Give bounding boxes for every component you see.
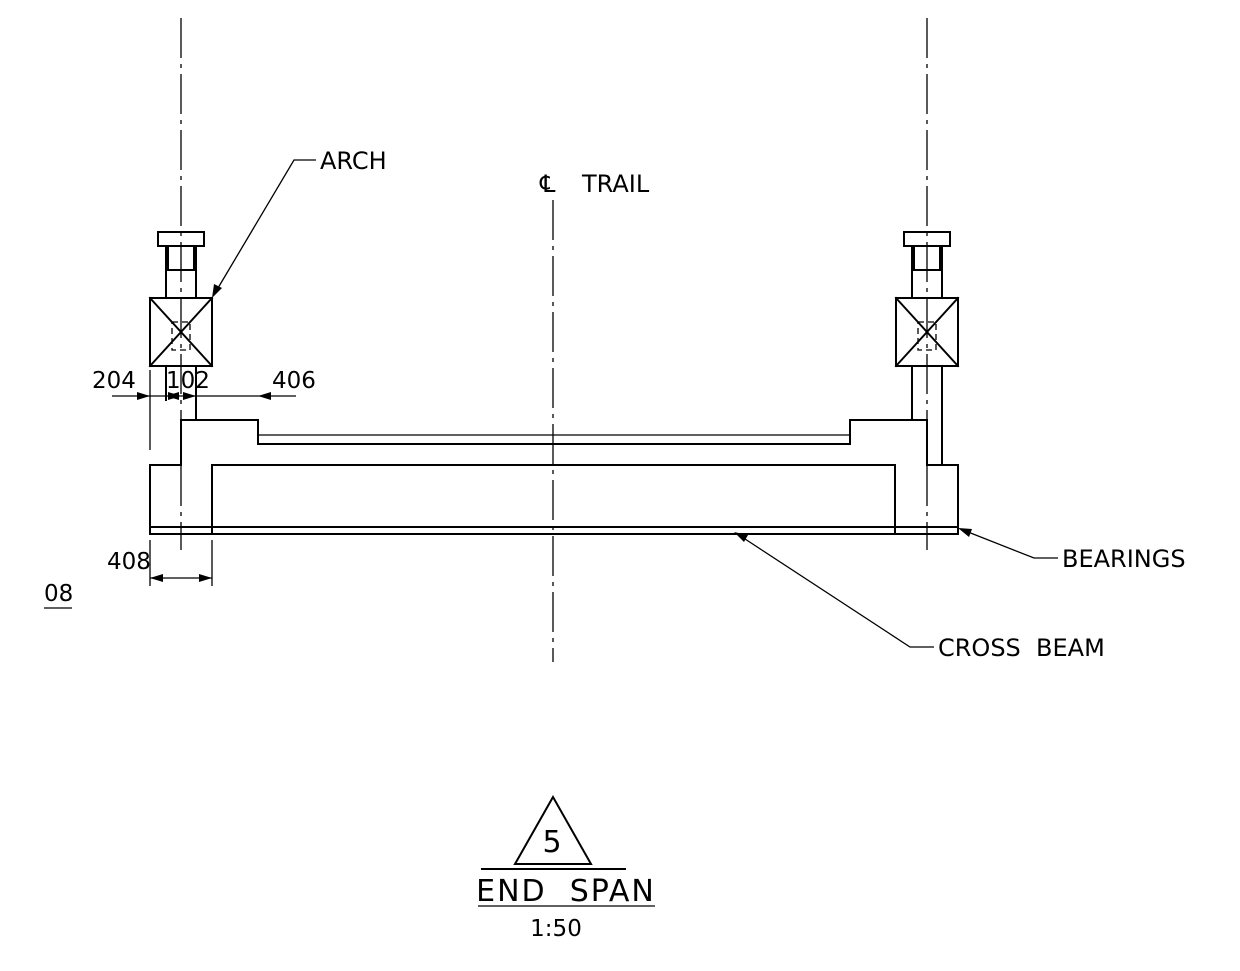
detail-triangle xyxy=(513,794,593,865)
left-arch-assembly xyxy=(148,231,214,421)
bearing-plate xyxy=(149,526,959,535)
trail-label: TRAIL xyxy=(581,170,650,198)
centerlines xyxy=(180,18,928,662)
bearings-label: BEARINGS xyxy=(1062,545,1186,573)
centerline-symbol: ℄ xyxy=(539,170,556,198)
dim-08: 08 xyxy=(44,581,73,607)
dim-406: 406 xyxy=(272,368,316,394)
dim-408: 408 xyxy=(107,549,151,575)
left-cap-block xyxy=(167,245,195,271)
right-cap-block xyxy=(913,245,941,271)
cross-beam-body xyxy=(149,419,959,535)
cross-beam-label: CROSS BEAM xyxy=(938,634,1105,662)
right-arch-section xyxy=(895,297,959,367)
leaders xyxy=(212,159,1058,648)
arch-label: ARCH xyxy=(320,147,387,175)
bearings-leader xyxy=(967,531,1058,559)
left-arch-section xyxy=(149,297,213,367)
cross-beam-leader xyxy=(741,536,934,648)
deck-top-outline xyxy=(149,419,959,528)
dim-204: 204 xyxy=(92,368,136,394)
detail-title-block: 5 END SPAN 1:50 xyxy=(476,794,656,942)
arch-leader xyxy=(217,159,316,289)
detail-title: END SPAN xyxy=(476,874,656,909)
inner-beam-outline xyxy=(211,464,896,535)
dimension-lines xyxy=(44,370,296,609)
detail-scale: 1:50 xyxy=(530,916,582,942)
right-arch-assembly xyxy=(894,231,960,466)
detail-number: 5 xyxy=(542,825,563,860)
dim-102: 102 xyxy=(166,368,210,394)
